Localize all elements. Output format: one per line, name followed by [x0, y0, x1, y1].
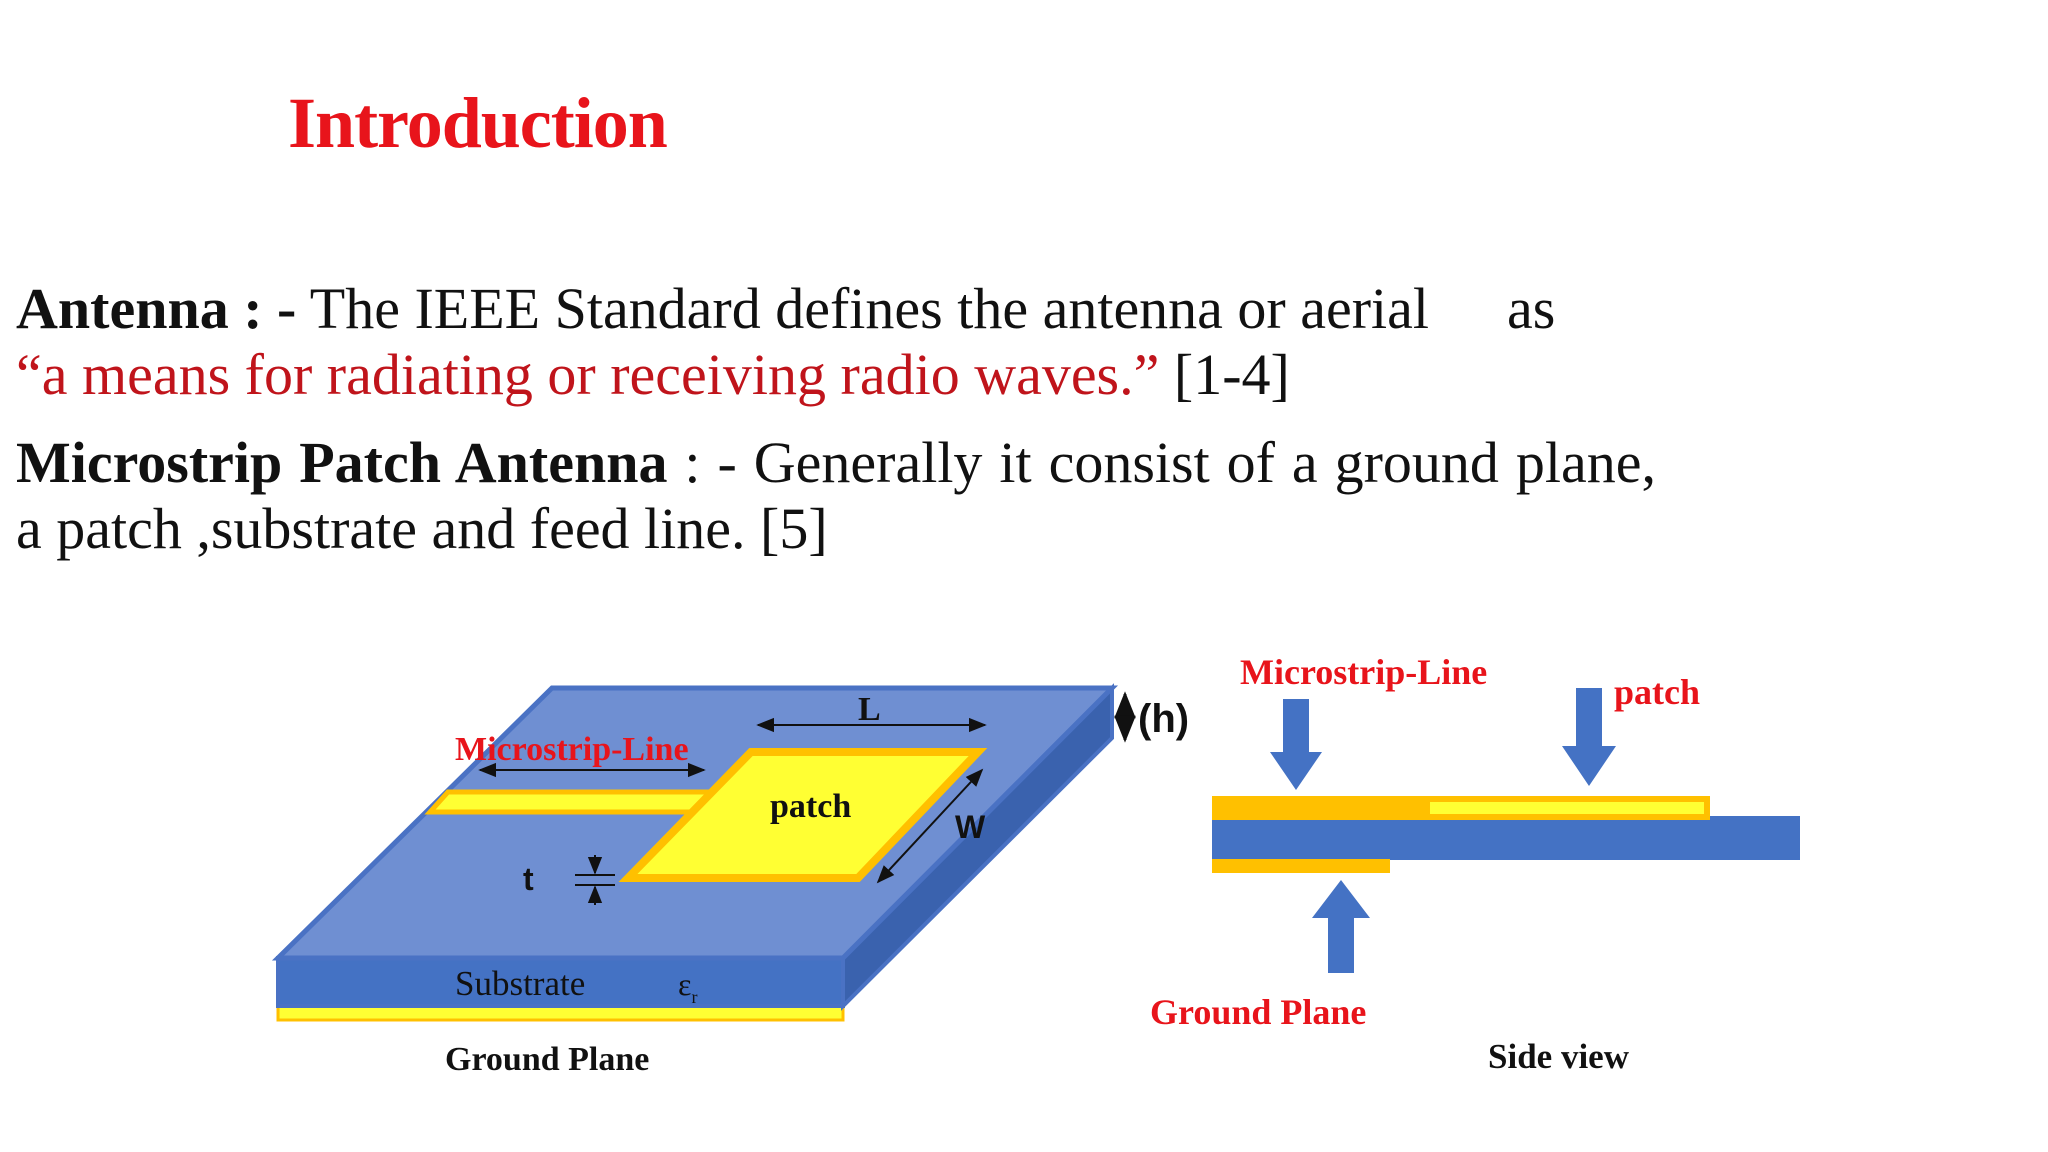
microstrip-text: : - Generally it consist of a ground pla… [16, 430, 1656, 561]
side-patch-label: patch [1614, 672, 1700, 712]
side-ground-arrow [1312, 880, 1370, 973]
antenna-quote: “a means for radiating or receiving radi… [16, 342, 1160, 407]
side-patch-highlight [1430, 802, 1704, 814]
microstrip-feed-line [424, 789, 724, 815]
side-patch-arrow [1562, 688, 1616, 786]
isometric-diagram: Microstrip-Line L (h) patch W t Substrat… [271, 683, 1189, 1078]
permittivity-symbol: εr [678, 966, 697, 1007]
side-ground-conductor [1212, 859, 1390, 873]
side-ground-plane-label: Ground Plane [1150, 992, 1366, 1032]
antenna-definition: Antenna : - The IEEE Standard defines th… [16, 276, 1656, 408]
width-dimension-arrow [876, 768, 984, 884]
thickness-label: t [523, 861, 534, 897]
side-substrate [1212, 816, 1800, 860]
patch-label: patch [770, 788, 851, 825]
slide-title: Introduction [288, 83, 668, 163]
antenna-as: as [1507, 276, 1556, 341]
side-view-diagram: Microstrip-Line patch Ground Plane Side … [1150, 652, 1800, 1076]
length-label: L [858, 691, 881, 728]
antenna-reference: [1-4] [1159, 342, 1290, 407]
width-label: W [955, 809, 986, 845]
substrate-label: Substrate [455, 964, 585, 1003]
antenna-term: Antenna : - [16, 276, 297, 341]
side-view-caption: Side view [1488, 1037, 1630, 1076]
ground-plane-caption: Ground Plane [445, 1041, 649, 1078]
antenna-text: The IEEE Standard defines the antenna or… [296, 276, 1430, 341]
ground-plane-layer [276, 1004, 845, 1022]
microstrip-line-label: Microstrip-Line [455, 731, 689, 768]
microstrip-definition: Microstrip Patch Antenna : - Generally i… [16, 430, 1656, 562]
side-microstrip-arrow [1270, 699, 1322, 790]
microstrip-term: Microstrip Patch Antenna [16, 430, 668, 495]
thickness-indicator [575, 855, 615, 905]
side-microstrip-line-label: Microstrip-Line [1240, 652, 1487, 692]
height-label: (h) [1138, 697, 1189, 741]
